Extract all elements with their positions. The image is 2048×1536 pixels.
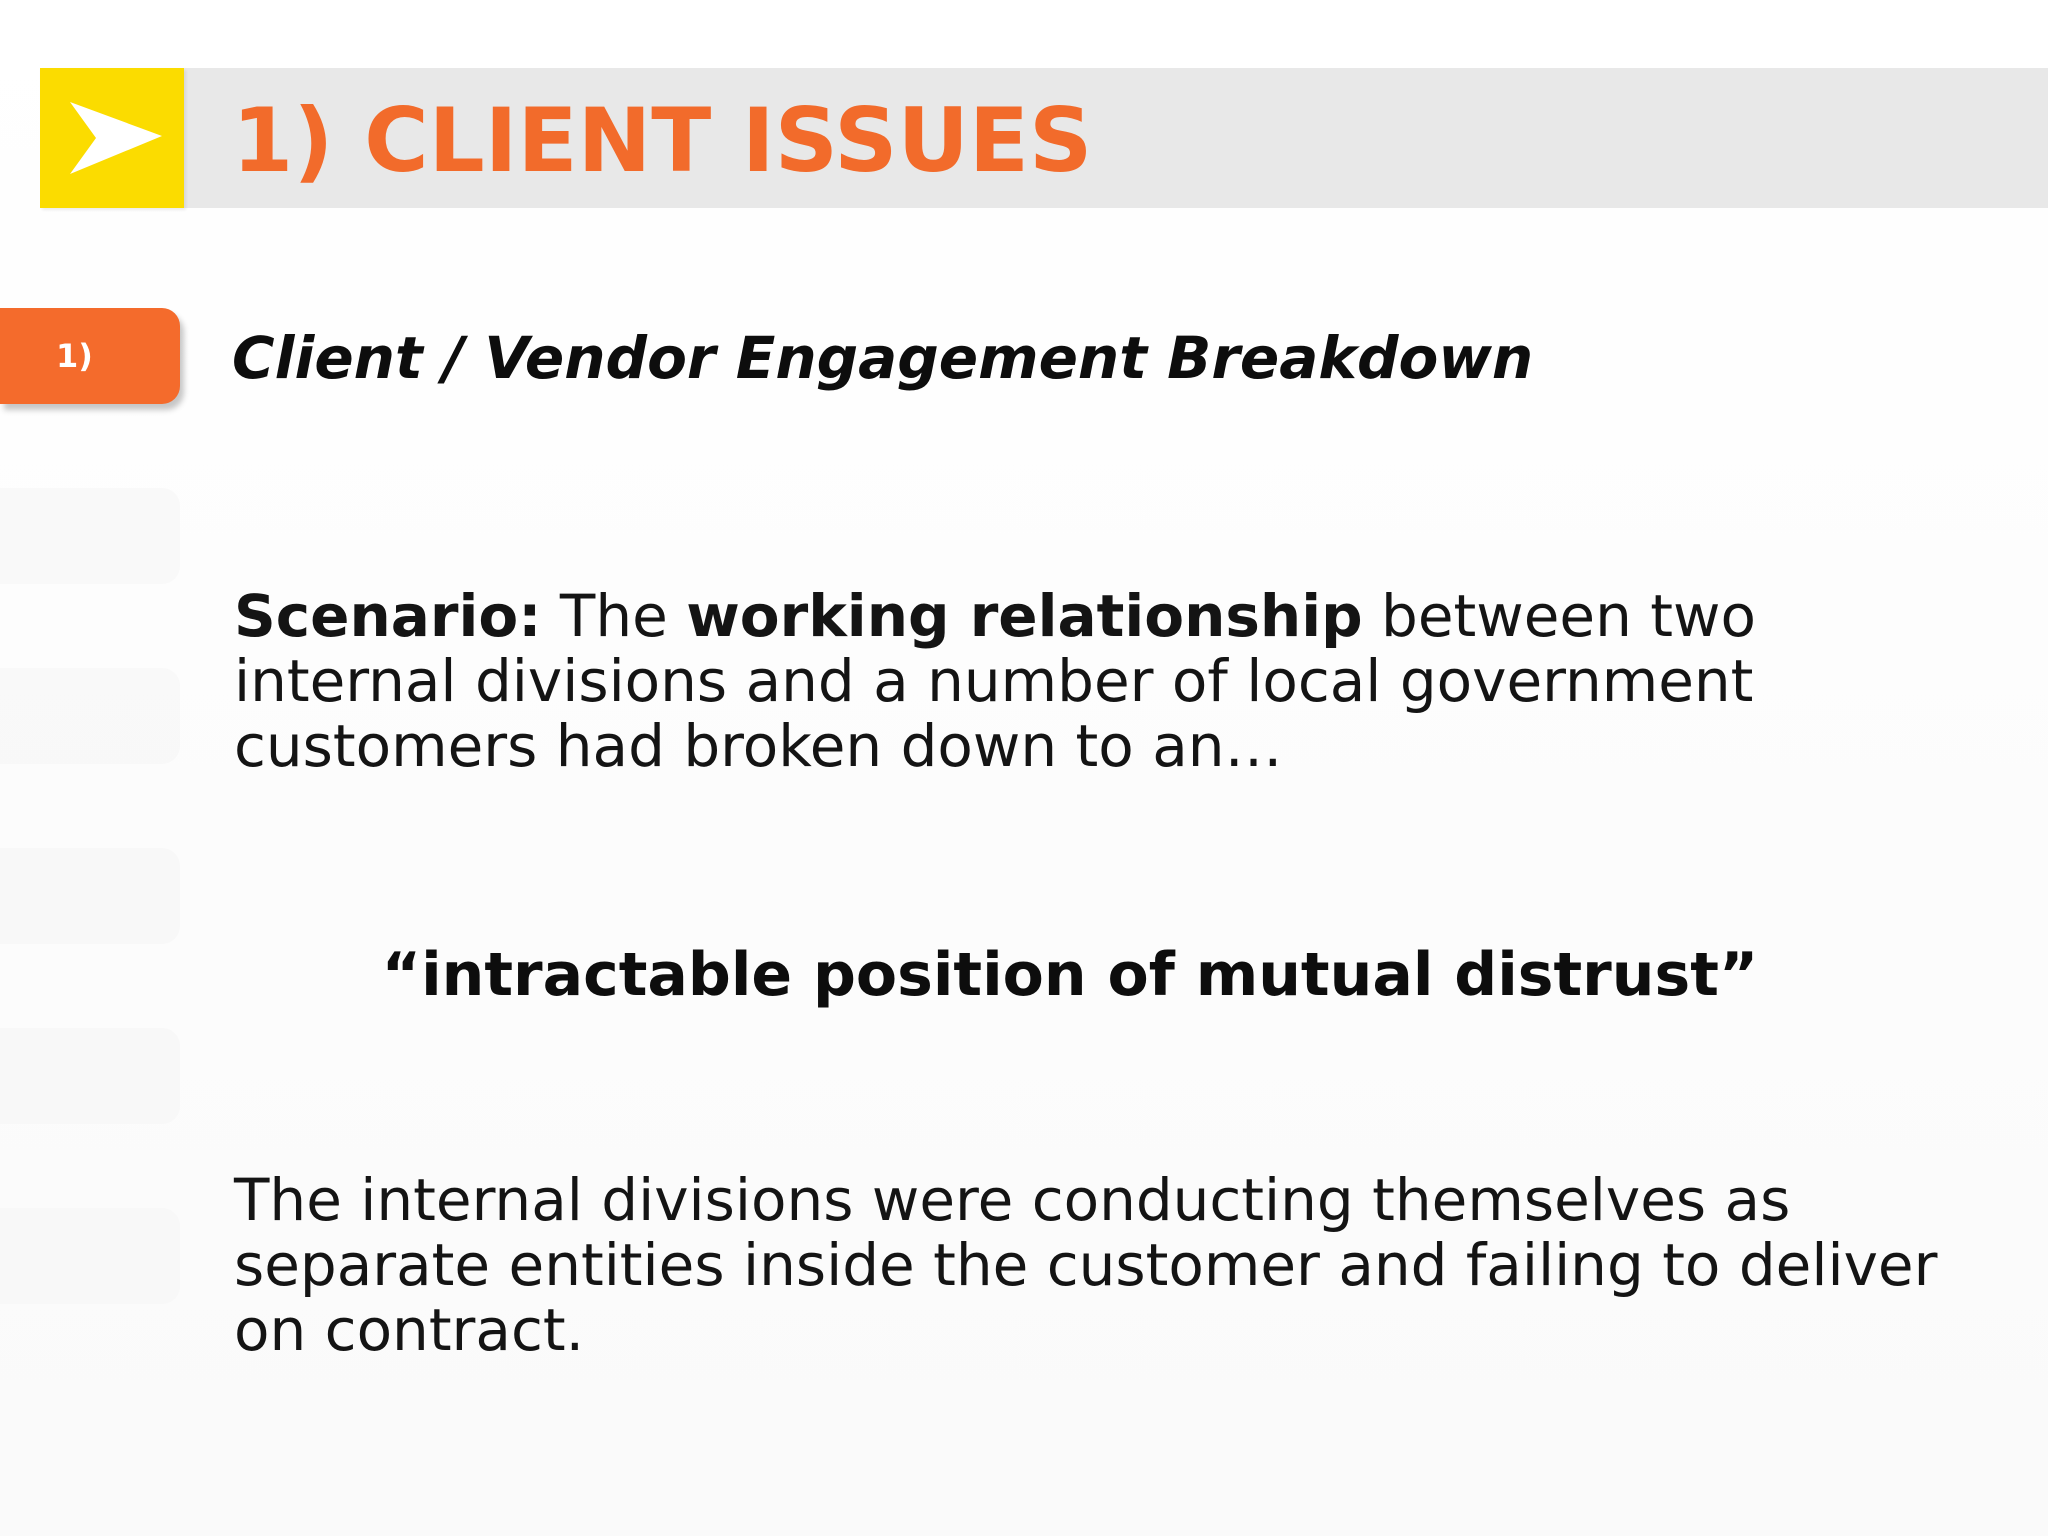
section-tab-active[interactable]: 1) — [0, 308, 180, 404]
section-subtitle: Client / Vendor Engagement Breakdown — [232, 324, 1534, 392]
section-tab-5[interactable] — [0, 1028, 180, 1124]
closing-paragraph: The internal divisions were conducting t… — [234, 1166, 1938, 1364]
title-bar — [40, 68, 2048, 208]
highlight-quote: “intractable position of mutual distrust… — [381, 940, 1759, 1010]
play-arrow-icon — [70, 102, 162, 174]
title-logo — [40, 68, 184, 208]
page-title: 1) CLIENT ISSUES — [232, 89, 1093, 192]
section-tab-4[interactable] — [0, 848, 180, 944]
scenario-text-start: The — [559, 582, 668, 650]
scenario-text-end: between two internal divisions and a num… — [234, 582, 1756, 780]
section-tab-6[interactable] — [0, 1208, 180, 1304]
scenario-paragraph: Scenario: The working relationship betwe… — [234, 584, 1974, 779]
section-tab-2[interactable] — [0, 488, 180, 584]
scenario-label: Scenario: — [234, 582, 542, 650]
scenario-emphasis: working relationship — [686, 582, 1363, 650]
section-tab-3[interactable] — [0, 668, 180, 764]
